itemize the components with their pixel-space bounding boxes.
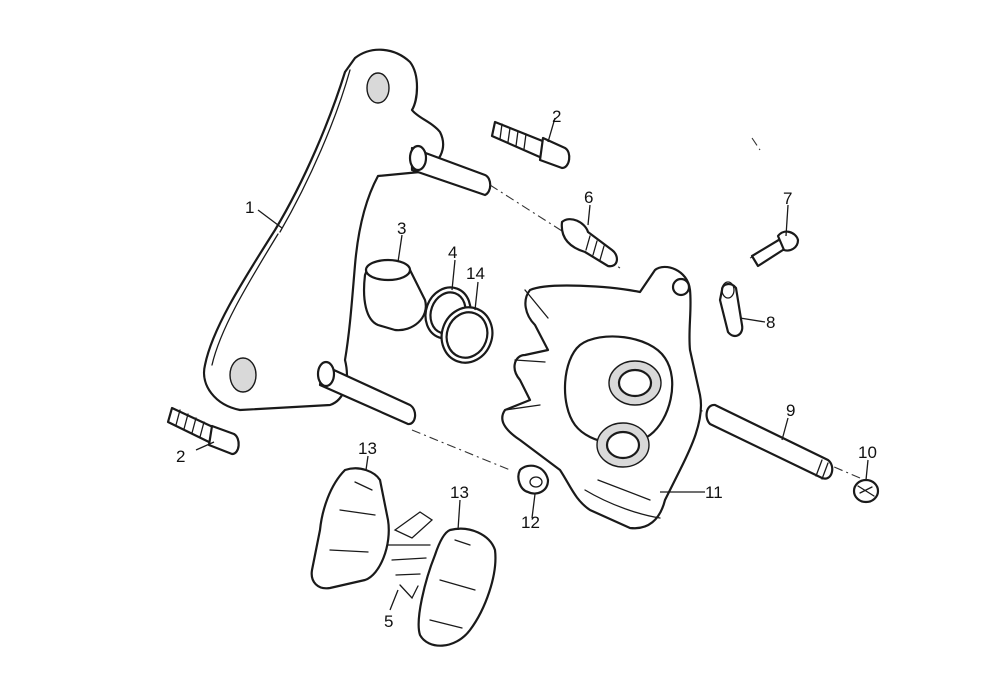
caliper-pin-bolt [560, 218, 618, 268]
callout-8: 8 [766, 313, 775, 332]
lower-bolt [166, 406, 240, 456]
anti-rattle-spring [387, 511, 434, 600]
callout-13-left: 13 [358, 439, 377, 458]
callout-labels: 1 2 2 3 4 5 6 7 8 9 10 11 12 13 13 14 [176, 107, 877, 631]
callout-4: 4 [448, 243, 457, 262]
pin-plug [852, 478, 880, 504]
brake-pad-left [310, 467, 390, 590]
callout-6: 6 [584, 188, 593, 207]
bleeder-screw [750, 230, 800, 268]
callout-13-right: 13 [450, 483, 469, 502]
dust-seal [440, 306, 494, 364]
callout-2-lower: 2 [176, 447, 185, 466]
caliper-body [501, 265, 703, 530]
callout-3: 3 [397, 219, 406, 238]
upper-bracket-stud [408, 144, 492, 197]
piston [362, 258, 427, 332]
brake-pad-right [417, 527, 497, 647]
callout-7: 7 [783, 189, 792, 208]
mounting-bracket [202, 48, 445, 412]
bleeder-cap [718, 281, 744, 338]
pad-retaining-pin [705, 403, 834, 480]
callout-9: 9 [786, 401, 795, 420]
callout-14: 14 [466, 264, 485, 283]
callout-10: 10 [858, 443, 877, 462]
callout-12: 12 [521, 513, 540, 532]
callout-5: 5 [384, 612, 393, 631]
callout-2-upper: 2 [552, 107, 561, 126]
caliper-cap [517, 464, 550, 495]
callout-leader-lines [195, 117, 869, 611]
lower-bracket-stud [316, 360, 417, 426]
callout-1: 1 [245, 198, 254, 217]
callout-11: 11 [705, 483, 723, 502]
upper-bolt [490, 120, 571, 170]
